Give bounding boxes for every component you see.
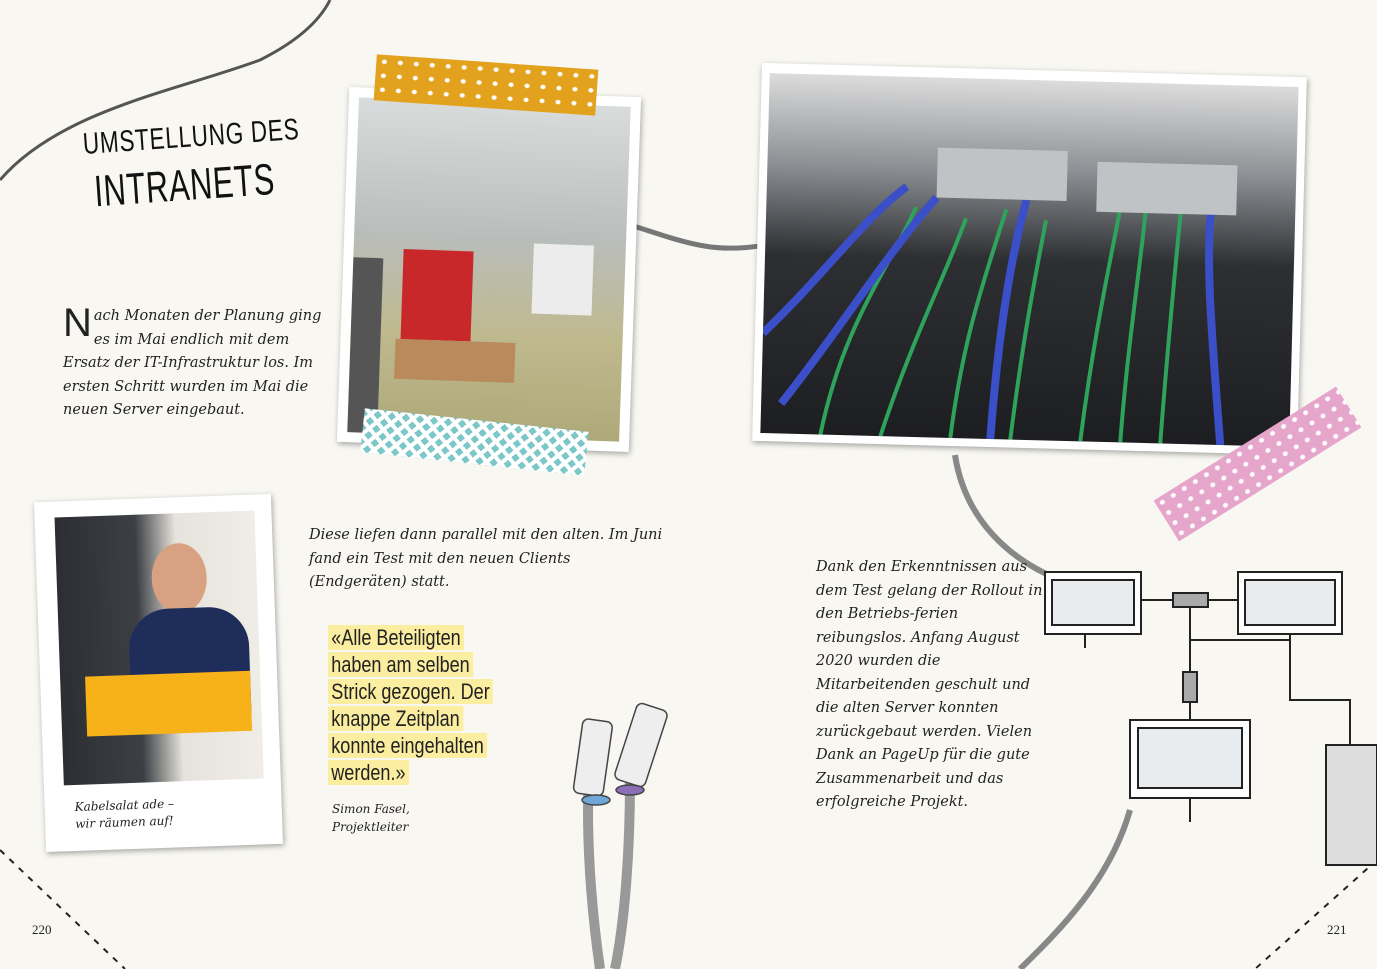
pull-quote: «Alle Beteiligten haben am selben Strick…	[328, 624, 513, 786]
photo-office-cleanup	[336, 87, 642, 452]
photo-team-member: Kabelsalat ade – wir räumen auf!	[33, 493, 284, 853]
drop-cap: N	[63, 301, 92, 345]
cables-graphic	[760, 147, 1238, 446]
middle-paragraph: Diese liefen dann parallel mit den alten…	[309, 527, 663, 590]
photo-caption: Kabelsalat ade – wir räumen auf!	[74, 796, 175, 831]
page-number-left: 220	[32, 922, 52, 937]
photo-network-switch	[752, 62, 1307, 456]
quote-author: Simon Fasel, Projektleiter	[332, 802, 410, 834]
page-number-right: 221	[1327, 922, 1347, 937]
right-paragraph: Dank den Erkenntnissen aus dem Test gela…	[816, 559, 1043, 810]
